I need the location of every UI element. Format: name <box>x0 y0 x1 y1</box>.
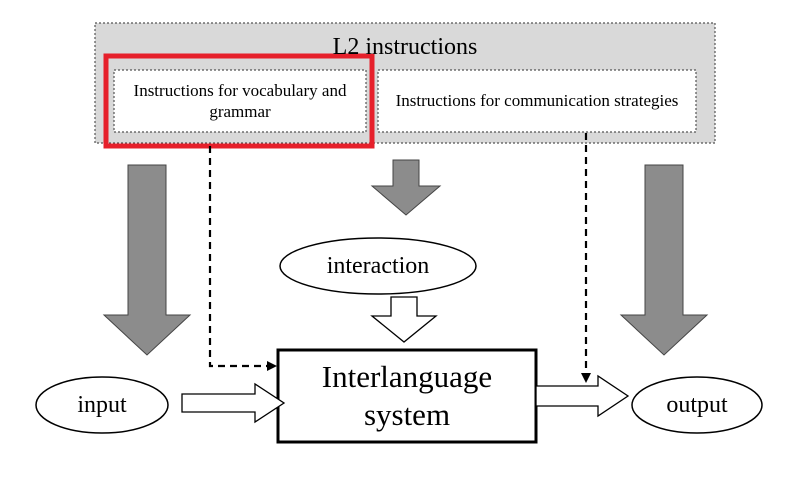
interaction-to-interlanguage-arrow <box>370 296 438 343</box>
input-to-interlanguage-arrow <box>181 382 286 424</box>
output-ellipse <box>631 376 763 434</box>
interlanguage-system-label: Interlanguage system <box>321 359 493 432</box>
input-label: input <box>77 392 127 418</box>
communication-strategies-label: Instructions for communication strategie… <box>395 91 679 111</box>
vocab-grammar-label: Instructions for vocabulary and grammar <box>133 80 347 121</box>
output-label: output <box>666 392 728 418</box>
center-big-down-arrow <box>370 159 442 216</box>
right-big-down-arrow <box>619 164 709 356</box>
left-big-down-arrow <box>102 164 192 356</box>
interaction-label: interaction <box>326 253 430 279</box>
communication-strategies-box <box>377 69 697 133</box>
l2-instructions-title: L2 instructions <box>332 34 478 60</box>
vocab-to-interlanguage-dashed-arrow <box>208 146 277 371</box>
interaction-ellipse <box>279 237 477 295</box>
interlanguage-system-box <box>276 348 538 444</box>
interlanguage-to-output-arrow <box>535 374 630 418</box>
vocab-grammar-box <box>113 69 367 133</box>
highlight-frame <box>103 53 375 149</box>
input-ellipse <box>35 376 169 434</box>
